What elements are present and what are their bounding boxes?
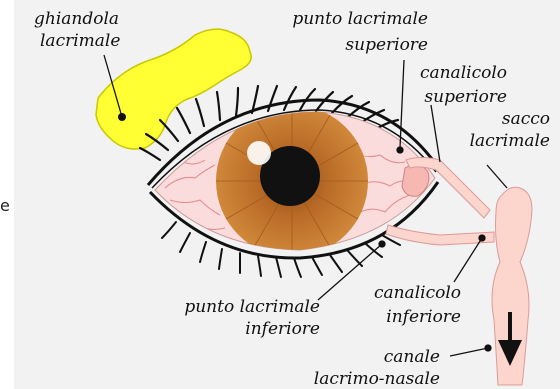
label-punto-superiore-line1: punto lacrimale [292, 9, 428, 29]
label-canale-line1: canale [384, 347, 440, 367]
label-sacco-line2: lacrimale [470, 131, 550, 151]
label-canalicolo-superiore-line2: superiore [424, 87, 507, 107]
label-punto-inferiore-line1: punto lacrimale [184, 297, 320, 317]
label-ghiandola-line2: lacrimale [40, 31, 120, 51]
label-canalicolo-inferiore-line2: inferiore [386, 307, 461, 327]
label-sacco-line1: sacco [502, 109, 550, 129]
label-ghiandola-line1: ghiandola [34, 9, 119, 29]
inferior-canaliculus [386, 225, 494, 245]
label-canale-line2: lacrimo-nasale [314, 369, 440, 389]
label-canalicolo-superiore-line1: canalicolo [420, 63, 507, 83]
label-punto-superiore-line2: superiore [345, 35, 428, 55]
label-canalicolo-inferiore-line1: canalicolo [374, 283, 461, 303]
caruncle [402, 165, 429, 196]
eye-highlight [247, 141, 271, 165]
label-punto-inferiore-line2: inferiore [245, 319, 320, 339]
